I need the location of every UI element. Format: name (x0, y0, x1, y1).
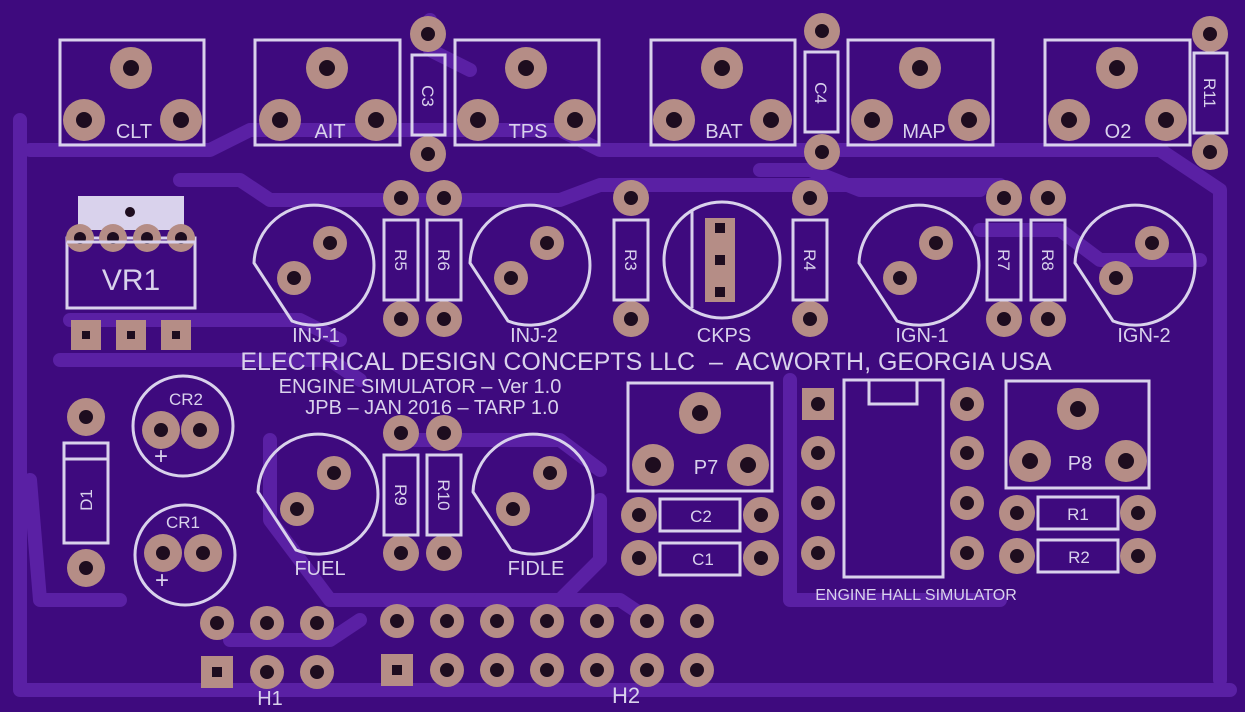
label-c4: C4 (811, 82, 830, 104)
label-r3: R3 (621, 249, 640, 271)
header-h1: H1 (200, 606, 334, 710)
led-inj-2: INJ-2 (468, 203, 592, 347)
led-cr1: CR1 + (133, 503, 237, 607)
capacitor-c2: C2 (621, 497, 779, 533)
regulator-vr1: VR1 (65, 196, 197, 350)
capacitor-c1: C1 (621, 540, 779, 577)
label-inj-2: INJ-2 (510, 325, 558, 347)
resistor-r11: R11 (1192, 16, 1229, 170)
label-vr1: VR1 (102, 264, 160, 297)
sensor-ait: AIT (253, 38, 402, 147)
sensor-o2: O2 (1043, 38, 1192, 147)
label-tps: TPS (509, 121, 548, 143)
label-c1: C1 (692, 550, 714, 569)
label-fuel: FUEL (294, 558, 345, 580)
label-ait: AIT (314, 121, 345, 143)
led-inj-1: INJ-1 (252, 203, 376, 347)
plus-cr1: + (155, 567, 169, 594)
capacitor-c3: C3 (410, 16, 447, 172)
label-r9: R9 (391, 484, 410, 506)
label-ckps: CKPS (697, 325, 751, 347)
pot-p7: P7 (626, 381, 774, 493)
capacitor-c4: C4 (803, 13, 840, 170)
resistor-r2: R2 (999, 538, 1156, 574)
resistor-r5: R5 (382, 180, 420, 337)
label-fidle: FIDLE (508, 558, 565, 580)
label-r2: R2 (1068, 548, 1090, 567)
sensor-map: MAP (846, 38, 995, 147)
led-ign-2: IGN-2 (1073, 203, 1197, 347)
sensor-bat: BAT (649, 38, 797, 147)
label-r6: R6 (434, 249, 453, 271)
label-o2: O2 (1105, 121, 1132, 143)
label-c3: C3 (418, 85, 437, 107)
pot-p8: P8 (1004, 379, 1151, 490)
label-r8: R8 (1038, 249, 1057, 271)
led-cr2: CR2 + (131, 374, 235, 478)
label-d1: D1 (77, 489, 96, 511)
ic-engine-hall-simulator: ENGINE HALL SIMULATOR (801, 378, 1017, 604)
label-cr1: CR1 (166, 513, 200, 532)
label-p7: P7 (694, 457, 718, 479)
label-bat: BAT (705, 121, 742, 143)
resistor-r6: R6 (425, 180, 463, 337)
resistor-r8: R8 (1029, 180, 1067, 337)
label-engine-hall-simulator: ENGINE HALL SIMULATOR (815, 587, 1017, 604)
label-c2: C2 (690, 507, 712, 526)
resistor-r1: R1 (999, 495, 1156, 531)
led-ign-1: IGN-1 (857, 203, 981, 347)
label-ign-2: IGN-2 (1117, 325, 1170, 347)
label-r5: R5 (391, 249, 410, 271)
led-fuel: FUEL (256, 432, 380, 580)
label-r10: R10 (434, 479, 453, 510)
label-h1: H1 (257, 688, 283, 710)
resistor-r9: R9 (382, 415, 420, 571)
diode-d1: D1 (62, 398, 110, 587)
label-map: MAP (902, 121, 945, 143)
board-title: ELECTRICAL DESIGN CONCEPTS LLC – ACWORTH… (240, 348, 1052, 376)
label-r4: R4 (800, 249, 819, 271)
sensor-tps: TPS (453, 38, 601, 147)
led-fidle: FIDLE (471, 432, 595, 580)
sensor-ckps: CKPS (662, 200, 782, 347)
sensor-clt: CLT (58, 38, 206, 147)
board-revision: JPB – JAN 2016 – TARP 1.0 (305, 397, 558, 419)
label-r7: R7 (994, 249, 1013, 271)
resistor-r10: R10 (425, 415, 463, 571)
resistor-r4: R4 (791, 180, 829, 337)
label-cr2: CR2 (169, 390, 203, 409)
label-p8: P8 (1068, 453, 1092, 475)
label-clt: CLT (116, 121, 152, 143)
label-inj-1: INJ-1 (292, 325, 340, 347)
label-r1: R1 (1067, 505, 1089, 524)
resistor-r3: R3 (612, 180, 650, 337)
board-subtitle: ENGINE SIMULATOR – Ver 1.0 (279, 376, 562, 398)
label-r11: R11 (1200, 78, 1219, 108)
label-ign-1: IGN-1 (895, 325, 948, 347)
label-h2: H2 (612, 683, 640, 708)
resistor-r7: R7 (985, 180, 1023, 337)
plus-cr2: + (154, 443, 168, 470)
header-h2: H2 (380, 604, 714, 708)
